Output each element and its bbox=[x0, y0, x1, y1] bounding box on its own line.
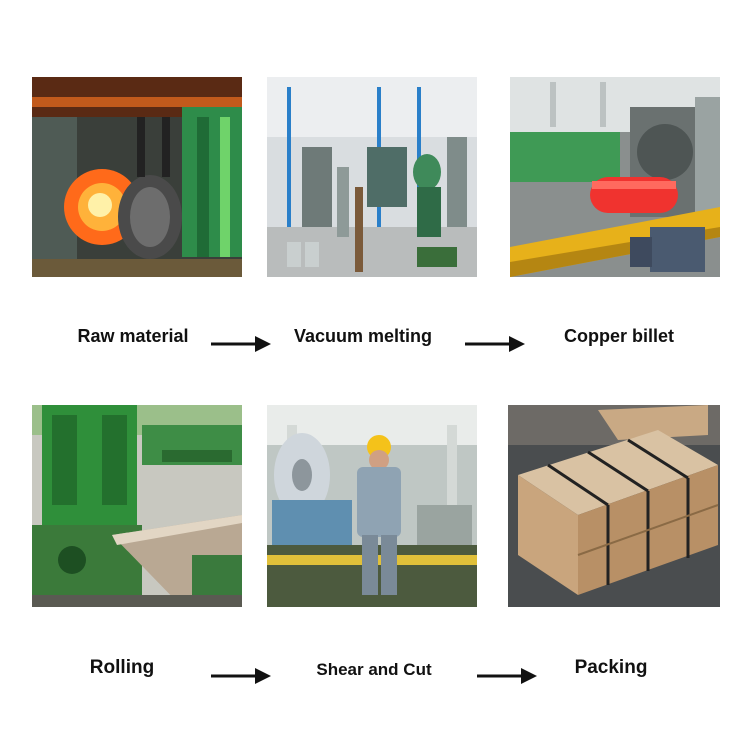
furnace-ladle-photo bbox=[32, 77, 242, 277]
hot-billet-photo bbox=[510, 77, 720, 277]
wooden-crate-photo bbox=[508, 405, 720, 607]
right-arrow-icon bbox=[211, 666, 273, 686]
step-label-copper-billet: Copper billet bbox=[563, 326, 675, 346]
right-arrow-icon bbox=[211, 334, 273, 354]
step-label-packing: Packing bbox=[574, 657, 648, 678]
vacuum-furnace-photo bbox=[267, 77, 477, 277]
worker-coils-photo bbox=[267, 405, 477, 607]
step-label-rolling: Rolling bbox=[89, 657, 155, 678]
step-label-shear-and-cut: Shear and Cut bbox=[316, 660, 432, 679]
right-arrow-icon bbox=[477, 666, 539, 686]
right-arrow-icon bbox=[465, 334, 527, 354]
step-label-raw-material: Raw material bbox=[77, 326, 189, 346]
rolling-mill-photo bbox=[32, 405, 242, 607]
step-label-vacuum-melting: Vacuum melting bbox=[293, 326, 433, 346]
